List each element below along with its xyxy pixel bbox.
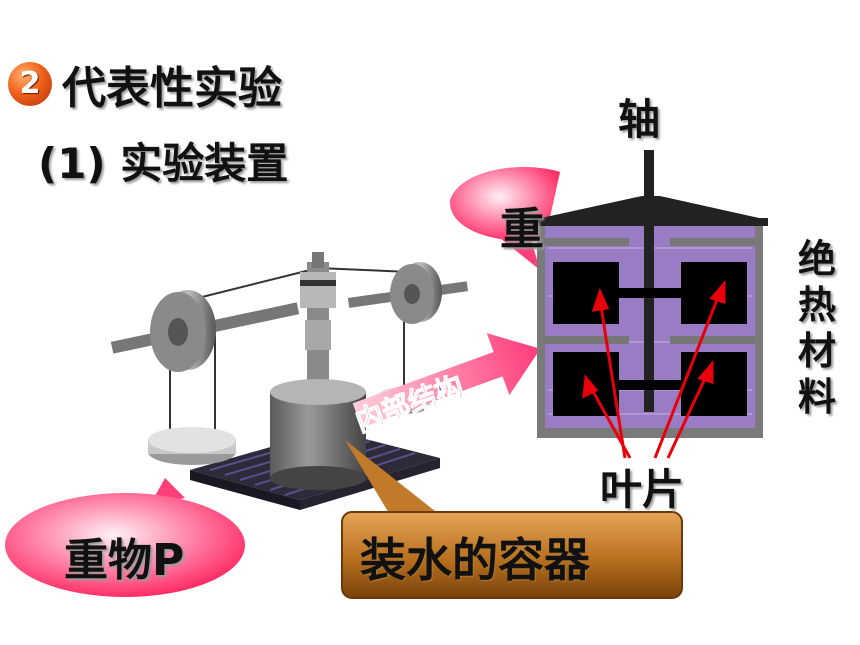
shaft-label: 轴 (618, 95, 661, 144)
weight-p-label: 重物P (64, 535, 185, 586)
insulation-label: 绝热材料 (797, 237, 836, 419)
hanging-weight-left (148, 427, 236, 465)
blade-arrows (582, 279, 726, 459)
section-title: 代表性实验 (62, 63, 282, 114)
left-pulley (110, 290, 300, 372)
sub-title: (1) 实验装置 (38, 139, 289, 188)
center-shaft (300, 252, 336, 392)
blades-label: 叶片 (600, 465, 685, 514)
section-number-badge: 2 (8, 62, 52, 106)
weight-bubble-bottom (5, 478, 245, 597)
container-callout (341, 440, 683, 599)
weight-top-label: 重 (500, 204, 544, 255)
water-container-label: 装水的容器 (360, 533, 590, 587)
right-pulley (347, 262, 469, 324)
internal-structure-arrow (352, 333, 541, 428)
cross-section (532, 150, 768, 438)
water-cylinder (270, 379, 366, 490)
